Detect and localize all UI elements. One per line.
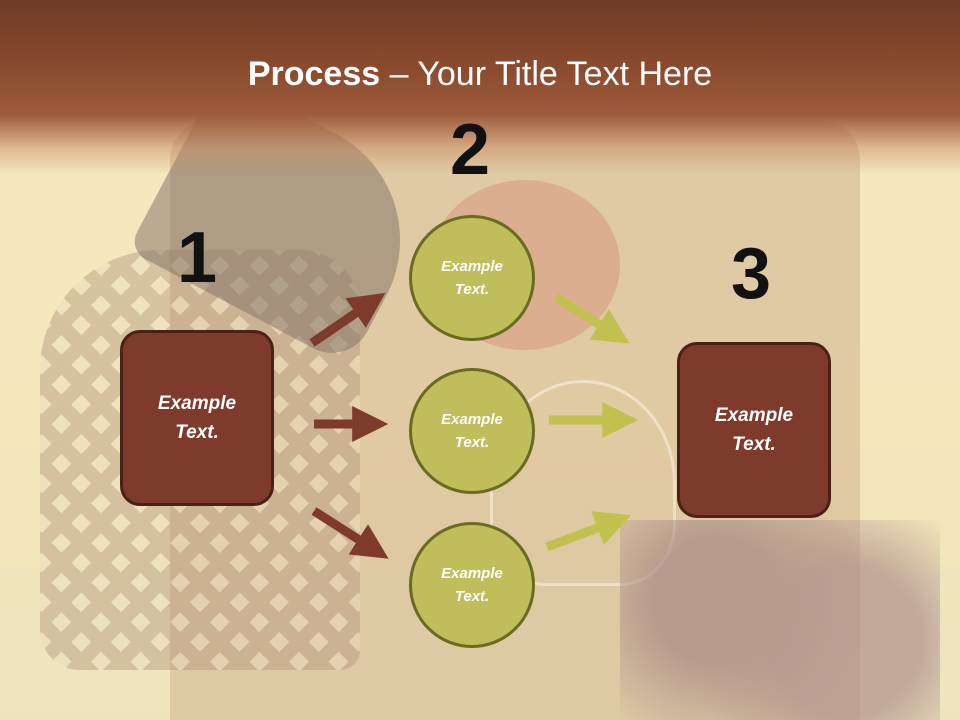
circle-bottom-line2: Text. xyxy=(454,588,490,605)
step-number-3[interactable]: 3 xyxy=(731,234,772,314)
title-band xyxy=(0,0,960,175)
circle-top-line2: Text. xyxy=(454,281,490,298)
arrow-right-up xyxy=(545,511,632,552)
arrow-left-down xyxy=(311,507,389,559)
arrow-right-down xyxy=(553,293,630,344)
circle-middle-line1: Example xyxy=(441,411,503,428)
circle-top[interactable]: Example Text. xyxy=(409,215,535,341)
title-rest: – Your Title Text Here xyxy=(380,55,713,93)
right-box-line1: Example xyxy=(714,405,794,426)
step-number-1[interactable]: 1 xyxy=(177,218,218,298)
circle-top-text: Example Text. xyxy=(427,255,517,301)
circle-middle-text: Example Text. xyxy=(427,408,517,454)
step-number-2[interactable]: 2 xyxy=(450,110,491,190)
slide-title[interactable]: Process – Your Title Text Here xyxy=(0,52,960,96)
circle-bottom[interactable]: Example Text. xyxy=(409,522,535,648)
background-grapes xyxy=(620,520,940,720)
circle-top-line1: Example xyxy=(441,258,503,275)
left-text-box[interactable]: Example Text. xyxy=(120,330,274,506)
left-box-line2: Text. xyxy=(175,422,219,443)
left-box-text: Example Text. xyxy=(137,389,257,447)
left-box-line1: Example xyxy=(157,393,237,414)
right-text-box[interactable]: Example Text. xyxy=(677,342,831,518)
circle-middle-line2: Text. xyxy=(454,434,490,451)
circle-bottom-text: Example Text. xyxy=(427,562,517,608)
right-box-text: Example Text. xyxy=(694,401,814,459)
circle-bottom-line1: Example xyxy=(441,565,503,582)
arrow-left-up xyxy=(309,292,386,347)
title-bold: Process xyxy=(247,55,381,93)
right-box-line2: Text. xyxy=(732,434,776,455)
circle-middle[interactable]: Example Text. xyxy=(409,368,535,494)
